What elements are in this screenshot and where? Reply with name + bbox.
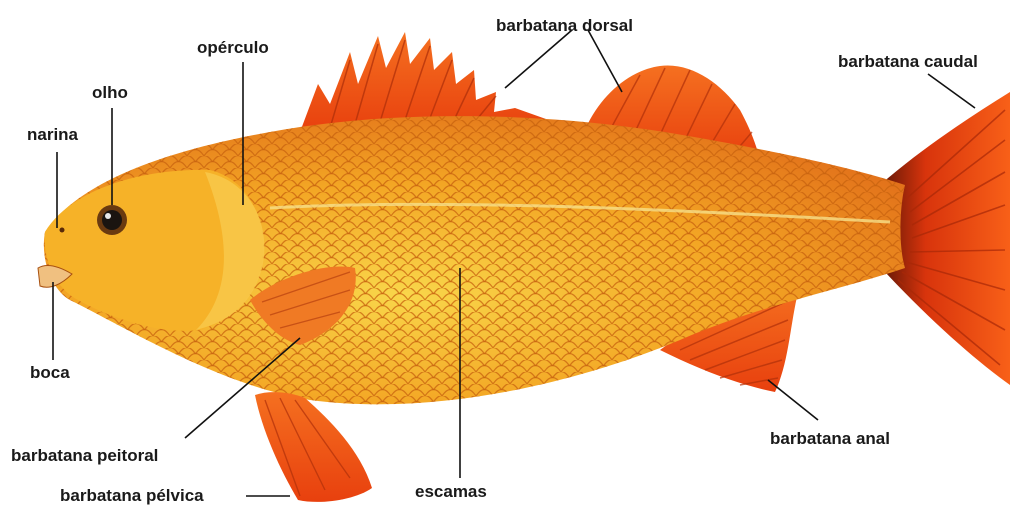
fish-head xyxy=(38,170,264,331)
label-olho: olho xyxy=(92,83,128,103)
label-escamas: escamas xyxy=(415,482,487,502)
label-barbatana-peitoral: barbatana peitoral xyxy=(11,446,158,466)
label-narina: narina xyxy=(27,125,78,145)
label-barbatana-anal: barbatana anal xyxy=(770,429,890,449)
label-barbatana-pelvica: barbatana pélvica xyxy=(60,486,204,506)
leader-dorsal xyxy=(505,30,622,92)
label-barbatana-dorsal: barbatana dorsal xyxy=(496,16,633,36)
pelvic-fin xyxy=(255,392,372,502)
leader-anal xyxy=(768,380,818,420)
label-boca: boca xyxy=(30,363,70,383)
label-operculo: opérculo xyxy=(197,38,269,58)
label-barbatana-caudal: barbatana caudal xyxy=(838,52,978,72)
leader-caudal xyxy=(928,74,975,108)
